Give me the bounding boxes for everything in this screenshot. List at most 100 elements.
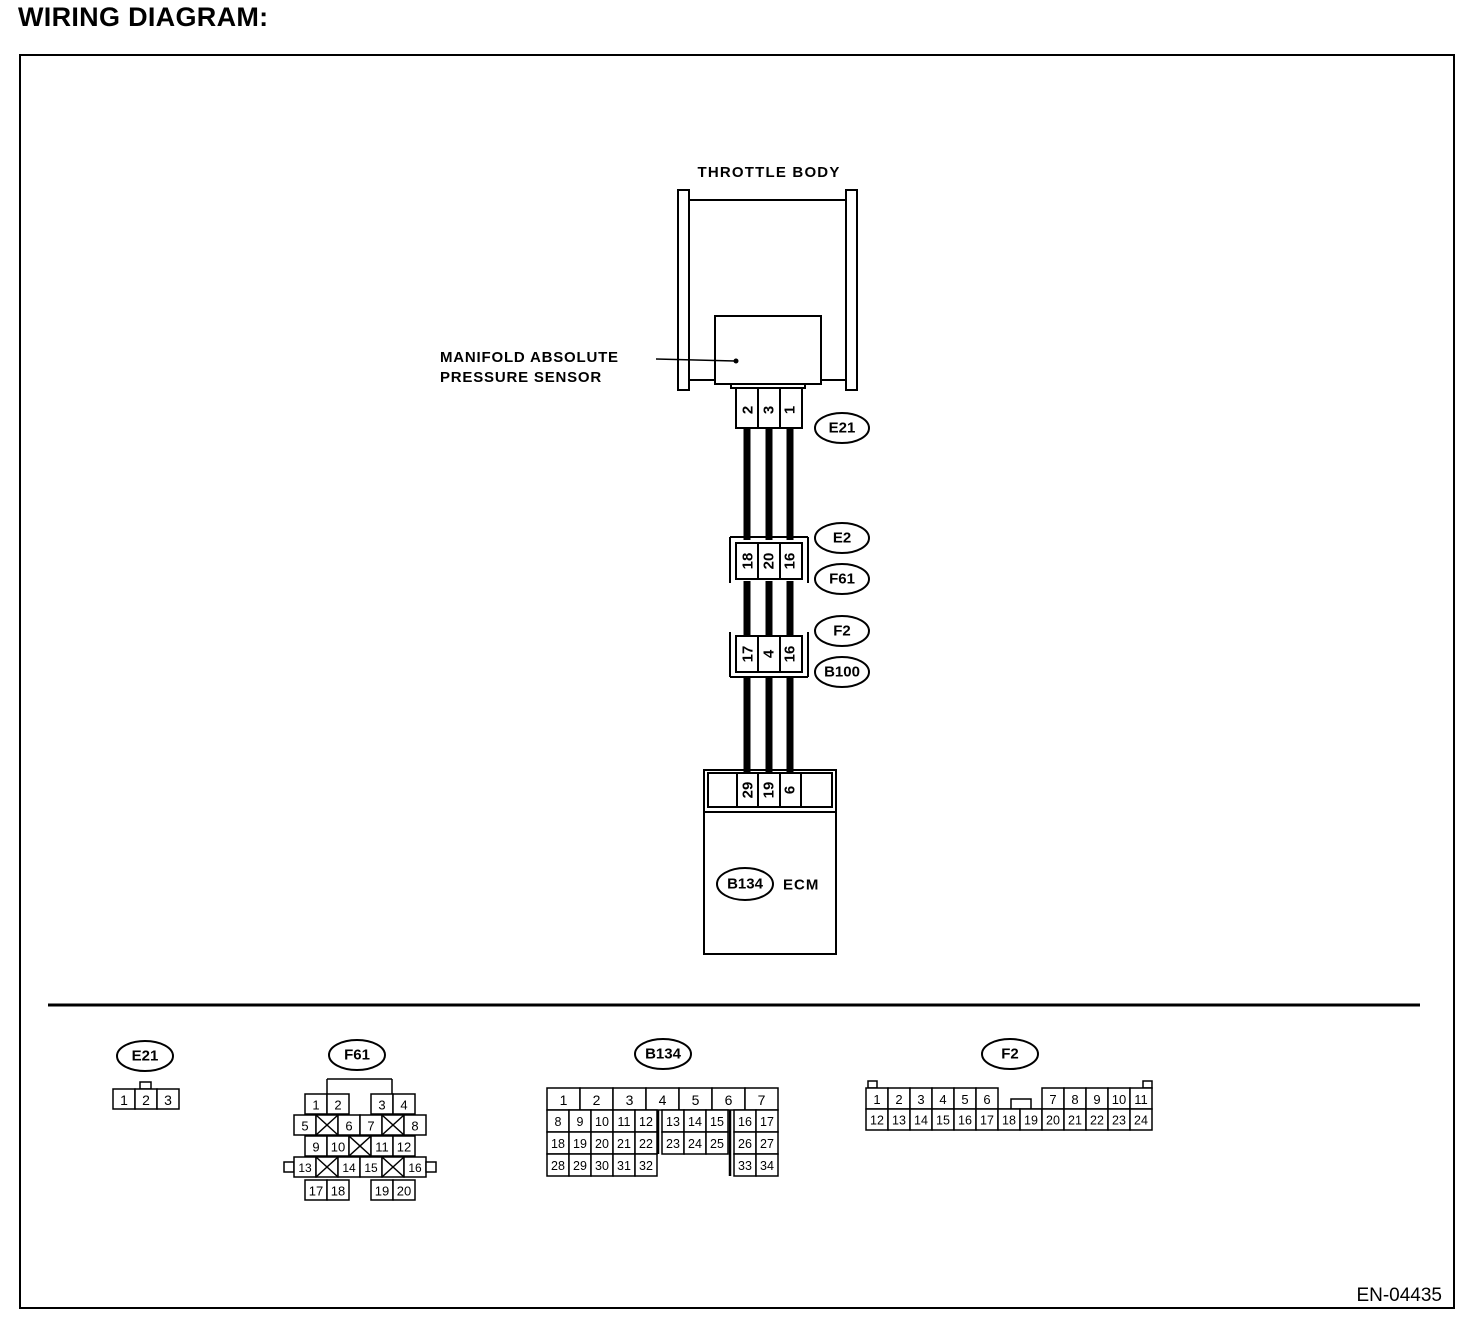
pin-label: 34 bbox=[760, 1159, 774, 1173]
connector-tag-f2-text: F2 bbox=[833, 623, 851, 640]
connector-tag-b134 bbox=[716, 867, 774, 901]
pin-label: 21 bbox=[617, 1137, 631, 1151]
pin-cell bbox=[634, 1153, 658, 1177]
pin-label: 5 bbox=[961, 1092, 968, 1107]
pin-label: 21 bbox=[1068, 1114, 1082, 1128]
pin-label: 10 bbox=[331, 1140, 345, 1155]
connector-latch bbox=[139, 1081, 152, 1090]
pin-label: 5 bbox=[301, 1119, 308, 1134]
pin-label: 8 bbox=[555, 1115, 562, 1129]
sensor-pin-2: 2 bbox=[740, 406, 757, 414]
inline-connector-f2-b100 bbox=[729, 632, 809, 678]
pin-label: 31 bbox=[617, 1159, 631, 1173]
face-tag-f2 bbox=[981, 1038, 1039, 1070]
ecm-pin-19: 19 bbox=[761, 782, 778, 799]
throttle-body-label: THROTTLE BODY bbox=[697, 164, 840, 181]
pin-label: 3 bbox=[378, 1098, 385, 1113]
pin-label: 16 bbox=[958, 1114, 972, 1128]
map-sensor-body bbox=[714, 315, 822, 385]
connector-tag-e21-text: E21 bbox=[829, 420, 856, 437]
pin-label: 30 bbox=[595, 1159, 609, 1173]
connector-latch bbox=[283, 1161, 295, 1173]
connector-tag-b100-text: B100 bbox=[824, 664, 860, 681]
pin-label: 14 bbox=[914, 1114, 928, 1128]
harness-wires bbox=[743, 428, 794, 773]
ecm-unit bbox=[703, 769, 837, 955]
pin-label: 15 bbox=[936, 1114, 950, 1128]
connector-latch bbox=[1142, 1080, 1153, 1089]
pin-label: 13 bbox=[298, 1161, 312, 1175]
pin-label: 8 bbox=[411, 1119, 418, 1134]
pin-label: 25 bbox=[710, 1137, 724, 1151]
face-tag-e21 bbox=[116, 1040, 174, 1072]
pin-label: 10 bbox=[595, 1115, 609, 1129]
pin-cell bbox=[392, 1093, 416, 1115]
pin-label: 9 bbox=[312, 1140, 319, 1155]
pin-cell bbox=[156, 1088, 180, 1110]
face-tag-f61-text: F61 bbox=[344, 1047, 370, 1064]
sensor-pin-1: 1 bbox=[782, 406, 799, 414]
map-sensor-leader bbox=[655, 358, 736, 362]
pin-label: 5 bbox=[692, 1092, 700, 1108]
pin-label: 18 bbox=[551, 1137, 565, 1151]
pin-label: 11 bbox=[375, 1140, 389, 1155]
face-tag-b134 bbox=[634, 1038, 692, 1070]
pin-label: 16 bbox=[408, 1161, 422, 1175]
pin-label: 22 bbox=[639, 1137, 653, 1151]
pin-cell bbox=[403, 1114, 427, 1136]
pin-label: 29 bbox=[573, 1159, 587, 1173]
pin-label: 6 bbox=[345, 1119, 352, 1134]
pin-label: 2 bbox=[593, 1092, 601, 1108]
pin-label: 19 bbox=[1024, 1114, 1038, 1128]
face-tag-f2-text: F2 bbox=[1001, 1046, 1019, 1063]
connector-tag-f2 bbox=[814, 615, 870, 647]
pin-label: 12 bbox=[639, 1115, 653, 1129]
pin-label: 19 bbox=[375, 1184, 389, 1199]
pin-cell bbox=[326, 1179, 350, 1201]
pin-label: 20 bbox=[397, 1184, 411, 1199]
pin-label: 6 bbox=[983, 1092, 990, 1107]
inline-connector-e2-f61 bbox=[729, 536, 809, 583]
pin-cell bbox=[755, 1153, 779, 1177]
throttle-body bbox=[677, 189, 858, 391]
connector-tag-b100 bbox=[814, 656, 870, 688]
pin-label: 28 bbox=[551, 1159, 565, 1173]
pin-label: 1 bbox=[312, 1098, 319, 1113]
pin-label: 1 bbox=[120, 1092, 128, 1108]
inline2-pin-17: 17 bbox=[740, 646, 757, 663]
pin-label: 9 bbox=[577, 1115, 584, 1129]
face-tag-e21-text: E21 bbox=[132, 1048, 159, 1065]
pin-label: 14 bbox=[688, 1115, 702, 1129]
figure-id: EN-04435 bbox=[1356, 1285, 1442, 1306]
face-tag-b134-text: B134 bbox=[645, 1046, 682, 1063]
ecm-pin-6: 6 bbox=[782, 786, 799, 794]
connector-tag-b134-text: B134 bbox=[727, 876, 764, 893]
pin-label: 17 bbox=[980, 1114, 994, 1128]
pin-label: 14 bbox=[342, 1161, 356, 1175]
pin-label: 7 bbox=[758, 1092, 766, 1108]
pin-label: 7 bbox=[1049, 1092, 1056, 1107]
pin-label: 2 bbox=[334, 1098, 341, 1113]
sensor-connector bbox=[735, 387, 803, 429]
pin-label: 3 bbox=[917, 1092, 924, 1107]
pin-cell bbox=[392, 1135, 416, 1157]
pin-label: 17 bbox=[760, 1115, 774, 1129]
diagram-frame bbox=[19, 54, 1455, 1309]
map-sensor-label-line1: MANIFOLD ABSOLUTE bbox=[440, 349, 619, 366]
pin-label: 11 bbox=[618, 1115, 631, 1129]
pin-cell bbox=[326, 1093, 350, 1115]
pin-label: 17 bbox=[309, 1184, 323, 1199]
ecm-label: ECM bbox=[783, 877, 819, 894]
pin-label: 20 bbox=[595, 1137, 609, 1151]
pin-label: 3 bbox=[626, 1092, 634, 1108]
pin-label: 18 bbox=[331, 1184, 345, 1199]
inline2-pin-4: 4 bbox=[761, 649, 778, 658]
ecm-pin-29: 29 bbox=[740, 782, 757, 799]
pin-cell bbox=[1129, 1108, 1153, 1131]
pin-cell bbox=[392, 1179, 416, 1201]
pin-label: 9 bbox=[1093, 1092, 1100, 1107]
pin-label: 7 bbox=[367, 1119, 374, 1134]
pin-label: 26 bbox=[738, 1137, 752, 1151]
inline1-pin-18: 18 bbox=[740, 553, 757, 570]
